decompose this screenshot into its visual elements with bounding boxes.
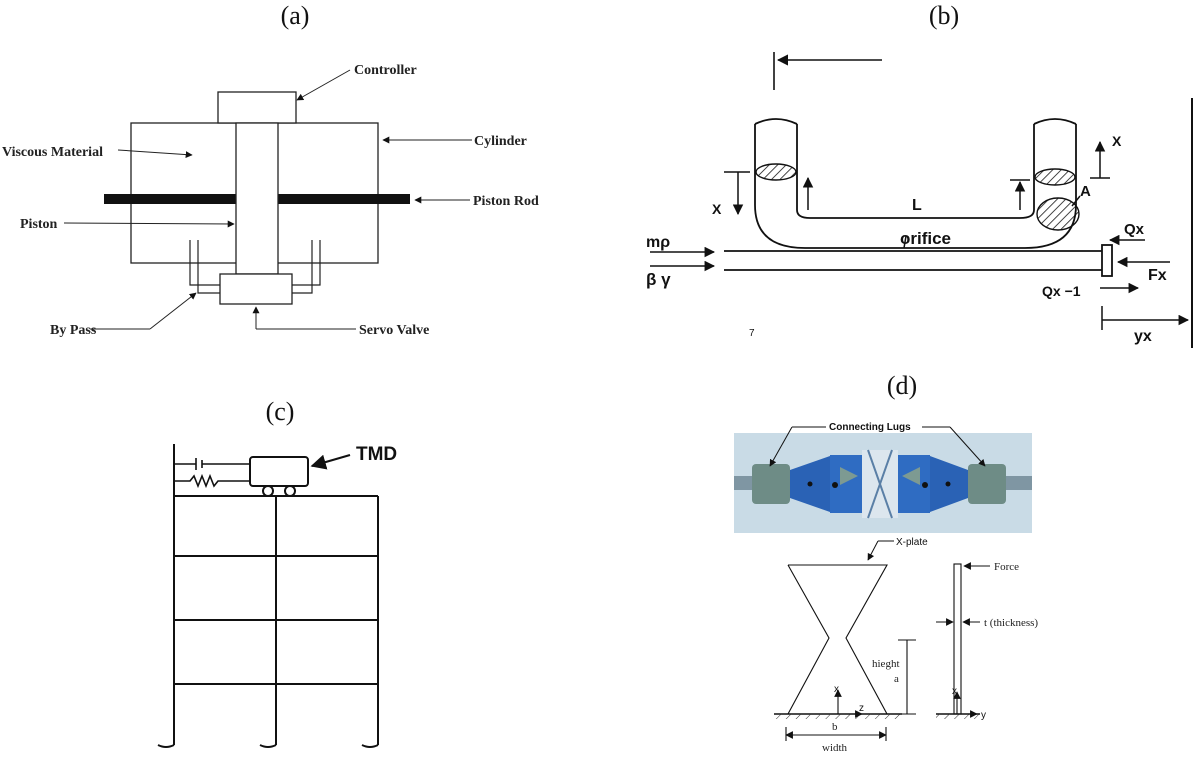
label-qx-minus-1: Qx −1 [1042, 283, 1081, 299]
label-A: A [1080, 183, 1091, 200]
panel-b-arrows [650, 140, 1190, 330]
label-width: width [822, 742, 848, 754]
label-thickness: t (thickness) [984, 617, 1038, 629]
panel-a-leader-lines [63, 69, 472, 330]
label-x-plate: X-plate [896, 537, 928, 548]
connecting-pipe [724, 244, 1113, 277]
label-axis-y: y [981, 710, 986, 721]
tmd-leader [310, 453, 351, 470]
caption-c: (c) [266, 397, 295, 426]
tmd-spring [174, 473, 250, 489]
label-L: L [912, 197, 922, 214]
controller-box [217, 91, 297, 124]
panel-a-viscous-damper: (a) Controller Cylinder Viscous Material… [2, 1, 539, 338]
caption-a: (a) [281, 1, 310, 30]
label-x-right: X [1112, 133, 1122, 149]
label-qx: Qx [1124, 221, 1145, 238]
label-servo-valve: Servo Valve [359, 323, 429, 338]
x-plate-front-view [774, 564, 916, 741]
panel-c-tuned-mass-damper: (c) TMD [157, 397, 397, 748]
servo-valve-box [219, 273, 293, 305]
tmd-dashpot [174, 458, 250, 470]
label-viscous-material: Viscous Material [2, 145, 103, 160]
caption-d: (d) [887, 371, 917, 400]
label-b: b [832, 721, 838, 733]
label-force: Force [994, 561, 1019, 573]
piston [235, 122, 279, 275]
label-connecting-lugs: Connecting Lugs [829, 422, 911, 433]
label-cylinder: Cylinder [474, 134, 527, 149]
label-beta-gamma: β γ [646, 270, 671, 289]
label-fx: Fx [1148, 267, 1167, 284]
label-hieght: hieght [872, 658, 900, 670]
label-controller: Controller [354, 63, 417, 78]
label-x-left: X [712, 201, 722, 217]
bypass-lines [189, 240, 321, 294]
panel-b-liquid-column-damper: (b) [646, 1, 1193, 348]
label-stray-mark: 7 [749, 328, 755, 339]
label-piston: Piston [20, 217, 58, 232]
tmd-mass [249, 456, 309, 497]
label-a: a [894, 673, 899, 685]
label-yx: yx [1134, 328, 1152, 345]
label-tmd: TMD [356, 444, 397, 465]
label-piston-rod: Piston Rod [473, 194, 539, 209]
photo-leaders [769, 426, 986, 561]
label-axis-x: x [834, 684, 839, 695]
excitation-arrow-top [773, 52, 882, 90]
label-by-pass: By Pass [50, 323, 97, 338]
building-frame [157, 444, 379, 748]
caption-b: (b) [929, 1, 959, 30]
label-axis-x-side: x [952, 686, 957, 697]
label-orifice: orifice [900, 229, 951, 248]
panel-d-x-plate-damper: (d) Connecting [734, 371, 1038, 754]
label-m-rho: mρ [646, 234, 670, 251]
label-axis-z: z [859, 703, 864, 714]
right-liquid-surface [1034, 168, 1076, 186]
left-liquid-surface [755, 163, 797, 181]
x-plate-side-view [936, 562, 990, 719]
area-section-a [1036, 197, 1080, 231]
x-plate-photo [734, 433, 1032, 533]
